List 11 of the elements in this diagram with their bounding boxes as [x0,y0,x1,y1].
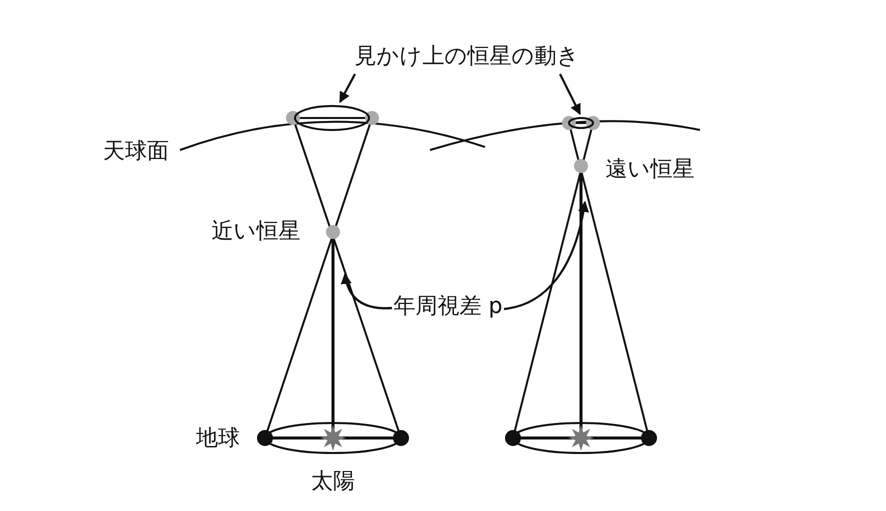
sun-label: 太陽 [311,469,355,495]
annotation-label: 年周視差 p [394,294,502,320]
earth-label: 地球 [196,426,240,452]
star-label: 近い恒星 [212,219,300,245]
arrow [339,73,356,103]
star-label: 遠い恒星 [606,157,694,183]
celestial-sphere-label: 天球面 [103,139,169,165]
annotation-label: 見かけ上の恒星の動き [354,44,580,70]
arrow [504,200,589,310]
arrow [559,74,581,115]
arrow [341,272,392,310]
